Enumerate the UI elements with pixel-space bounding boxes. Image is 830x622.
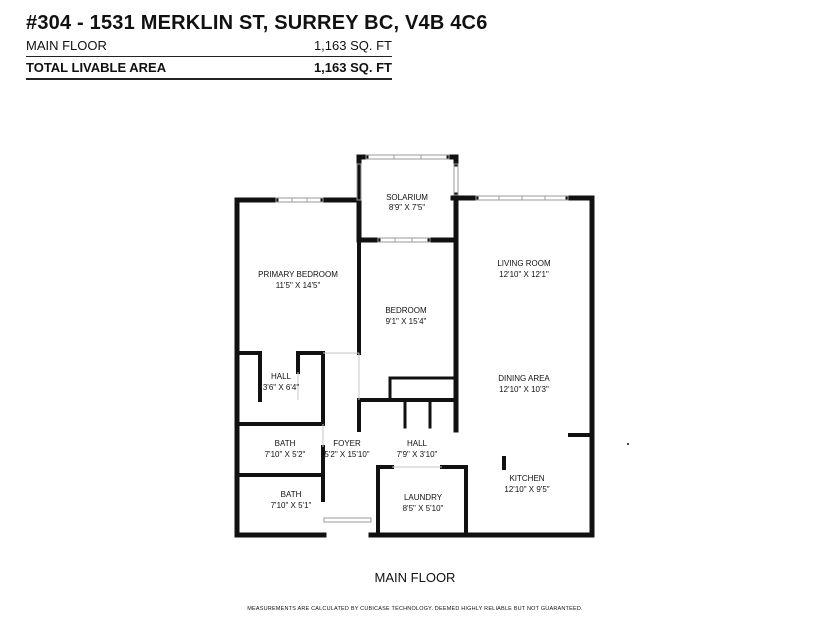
room-dim-bath-lower: 7'10" X 5'1" (271, 501, 312, 510)
room-dim-living-room: 12'10" X 12'1" (499, 270, 549, 279)
room-dim-foyer: 5'2" X 15'10" (324, 450, 369, 459)
room-dim-laundry: 8'5" X 5'10" (403, 504, 444, 513)
header-divider (26, 56, 392, 57)
total-area-value: 1,163 SQ. FT (313, 60, 392, 75)
property-address: #304 - 1531 MERKLIN ST, SURREY BC, V4B 4… (26, 12, 488, 34)
room-dim-hall-left: 3'6" X 6'4" (263, 383, 299, 392)
measurement-disclaimer: MEASUREMENTS ARE CALCULATED BY CUBICASE … (247, 606, 583, 612)
room-name-bedroom: BEDROOM (385, 306, 427, 315)
room-dim-kitchen: 12'10" X 9'5" (504, 485, 549, 494)
marker-dot (627, 443, 629, 445)
room-name-foyer: FOYER (333, 439, 361, 448)
floor-area-value: 1,163 SQ. FT (313, 38, 392, 53)
total-area-row: TOTAL LIVABLE AREA 1,163 SQ. FT (26, 60, 392, 75)
room-name-dining-area: DINING AREA (498, 374, 550, 383)
room-dim-bath-upper: 7'10" X 5'2" (265, 450, 306, 459)
room-name-solarium: SOLARIUM (386, 193, 428, 202)
room-name-hall-left: HALL (271, 372, 292, 381)
room-name-kitchen: KITCHEN (509, 474, 544, 483)
floor-plan-title: MAIN FLOOR (374, 570, 456, 585)
room-name-bath-lower: BATH (281, 490, 302, 499)
room-name-laundry: LAUNDRY (404, 493, 443, 502)
room-dim-bedroom: 9'1" X 15'4" (386, 317, 427, 326)
header-divider-bold (26, 78, 392, 80)
windows (275, 154, 569, 523)
room-labels: SOLARIUM 8'9" X 7'5" PRIMARY BEDROOM 11'… (258, 193, 551, 513)
doors (297, 352, 442, 468)
room-name-primary-bedroom: PRIMARY BEDROOM (258, 270, 338, 279)
room-dim-primary-bedroom: 11'5" X 14'5" (276, 281, 321, 290)
room-dim-dining-area: 12'10" X 10'3" (499, 385, 549, 394)
total-area-label: TOTAL LIVABLE AREA (26, 60, 167, 75)
walls (234, 154, 595, 538)
room-dim-hall-center: 7'9" X 3'10" (397, 450, 438, 459)
floor-area-row: MAIN FLOOR 1,163 SQ. FT (26, 38, 392, 53)
room-name-hall-center: HALL (407, 439, 428, 448)
room-name-living-room: LIVING ROOM (497, 259, 551, 268)
floor-area-label: MAIN FLOOR (26, 38, 107, 53)
room-name-bath-upper: BATH (275, 439, 296, 448)
room-dim-solarium: 8'9" X 7'5" (389, 203, 425, 212)
